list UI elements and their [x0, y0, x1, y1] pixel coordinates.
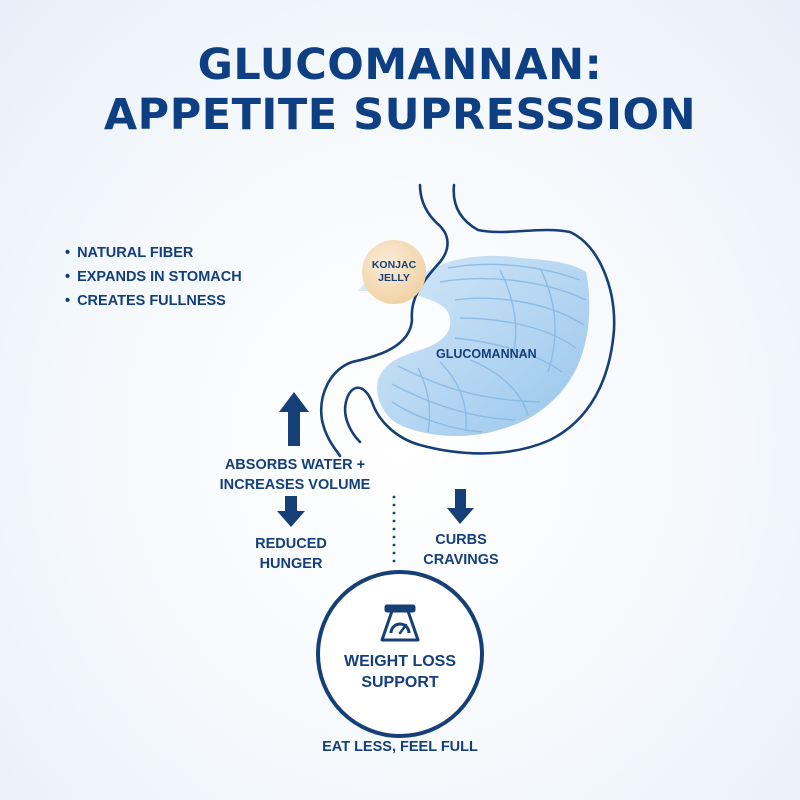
- konjac-label-1: KONJAC: [371, 259, 417, 271]
- title-line-2: APPETITE SUPRESSSION: [103, 90, 697, 140]
- weight-loss-label: WEIGHT LOSS SUPPORT: [320, 651, 480, 693]
- reduced-line-1: REDUCED: [255, 536, 327, 552]
- konjac-jelly-bubble: KONJAC JELLY: [362, 240, 426, 304]
- konjac-label-2: JELLY: [378, 272, 410, 284]
- benefit-item: NATURAL FIBER: [65, 241, 242, 265]
- dotted-divider: [392, 495, 396, 563]
- arrow-down-left-icon: [277, 496, 305, 527]
- benefit-item: EXPANDS IN STOMACH: [65, 265, 242, 289]
- curbs-cravings-label: CURBS CRAVINGS: [411, 530, 511, 570]
- benefit-item: CREATES FULLNESS: [65, 289, 242, 313]
- weight-line-1: WEIGHT LOSS: [344, 653, 456, 670]
- footer-tagline: EAT LESS, FEEL FULL: [322, 739, 478, 755]
- curbs-line-2: CRAVINGS: [423, 552, 499, 568]
- benefit-list: NATURAL FIBER EXPANDS IN STOMACH CREATES…: [65, 241, 242, 313]
- absorbs-line-2: INCREASES VOLUME: [219, 477, 371, 493]
- reduced-line-2: HUNGER: [259, 556, 323, 572]
- absorbs-line-1: ABSORBS WATER +: [224, 457, 366, 473]
- scale-icon: [380, 604, 420, 642]
- arrow-down-right-icon: [447, 489, 474, 524]
- absorbs-label: ABSORBS WATER + INCREASES VOLUME: [210, 455, 380, 495]
- reduced-hunger-label: REDUCED HUNGER: [241, 534, 341, 574]
- curbs-line-1: CURBS: [435, 532, 487, 548]
- weight-line-2: SUPPORT: [361, 674, 439, 691]
- stomach-outline: [319, 183, 616, 458]
- weight-loss-circle: [316, 570, 484, 738]
- title-line-1: GLUCOMANNAN:: [197, 40, 603, 90]
- glucomannan-label: GLUCOMANNAN: [436, 347, 537, 361]
- arrow-up-icon: [279, 392, 309, 446]
